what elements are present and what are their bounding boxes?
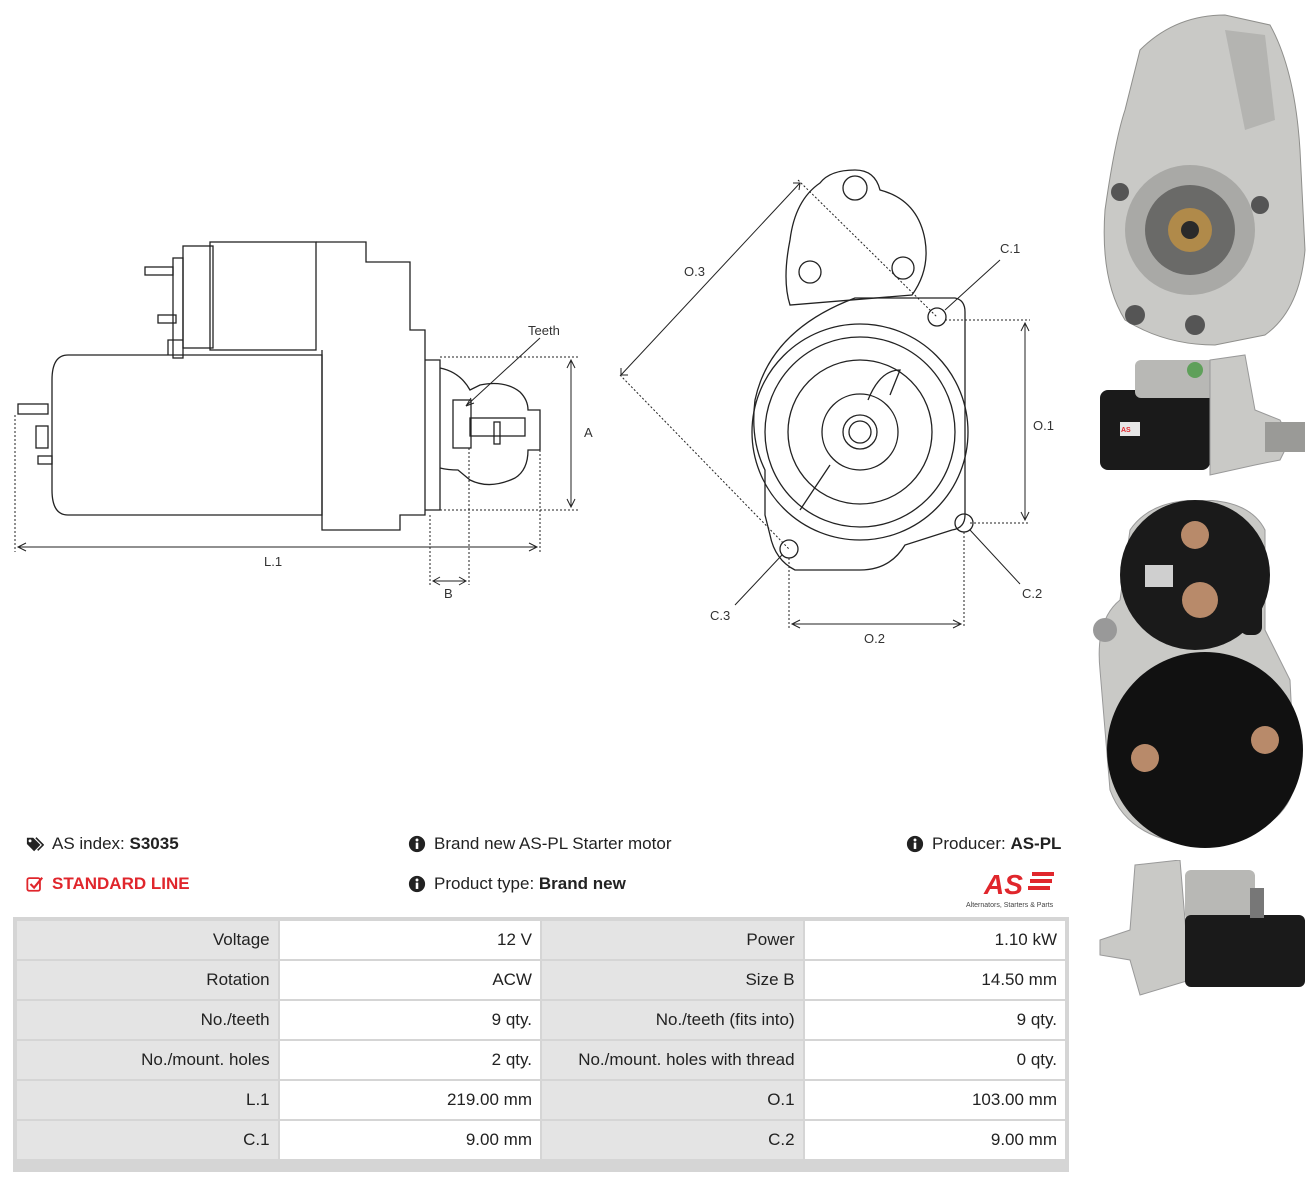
product-info: AS index: S3035 STANDARD LINE Brand new … (22, 826, 1072, 916)
spec-value: 9.00 mm (804, 1121, 1065, 1159)
producer-label: Producer: (932, 834, 1006, 853)
spec-label: No./mount. holes (17, 1041, 278, 1079)
photo-side-alt (1099, 860, 1305, 996)
label-l1: L.1 (264, 554, 282, 569)
front-dimensions (619, 179, 1030, 629)
product-photos: AS (1085, 0, 1316, 1184)
spec-label: L.1 (17, 1081, 278, 1119)
photo-rear-end (1093, 500, 1303, 848)
spec-label: Size B (541, 961, 803, 999)
description-text: Brand new AS-PL Starter motor (434, 834, 672, 853)
front-view (751, 169, 974, 571)
description: Brand new AS-PL Starter motor (408, 834, 671, 854)
spec-value: 2 qty. (279, 1041, 540, 1079)
label-o3: O.3 (684, 264, 705, 279)
info-circle-icon (408, 835, 426, 853)
spec-value: 14.50 mm (804, 961, 1065, 999)
spec-value: 9.00 mm (279, 1121, 540, 1159)
spec-value: 12 V (279, 921, 540, 959)
spec-label: C.1 (17, 1121, 278, 1159)
spec-value: 9 qty. (279, 1001, 540, 1039)
spec-label: Rotation (17, 961, 278, 999)
spec-label: O.1 (541, 1081, 803, 1119)
label-b: B (444, 586, 453, 601)
label-c2: C.2 (1022, 586, 1042, 601)
product-type-label: Product type: (434, 874, 535, 893)
check-square-icon (26, 877, 44, 892)
spec-value: 1.10 kW (804, 921, 1065, 959)
spec-label: Voltage (17, 921, 278, 959)
spec-value: 9 qty. (804, 1001, 1065, 1039)
spec-value: 103.00 mm (804, 1081, 1065, 1119)
label-o2: O.2 (864, 631, 885, 646)
svg-text:AS: AS (1121, 427, 1131, 434)
photo-drive-end (1103, 14, 1306, 346)
side-dimensions (14, 337, 578, 586)
standard-line-text: STANDARD LINE (52, 874, 190, 893)
spec-value: 0 qty. (804, 1041, 1065, 1079)
spec-label: Power (541, 921, 803, 959)
product-type-value: Brand new (538, 874, 626, 893)
as-index-value: S3035 (129, 834, 179, 853)
producer-value: AS-PL (1010, 834, 1062, 853)
spec-value: ACW (279, 961, 540, 999)
photo-side: AS (1100, 354, 1305, 476)
info-circle-icon (408, 875, 426, 893)
as-index: AS index: S3035 (26, 834, 179, 854)
spec-label: C.2 (541, 1121, 803, 1159)
label-a: A (584, 425, 593, 440)
info-circle-icon (906, 835, 924, 853)
producer: Producer: AS-PL (906, 834, 1061, 854)
producer-logo: AS Alternators, Starters & Parts (962, 866, 1072, 910)
spec-label: No./mount. holes with thread (541, 1041, 803, 1079)
technical-drawing: Teeth A L.1 B O.3 C.1 (14, 169, 1054, 646)
svg-text:AS: AS (983, 869, 1023, 900)
as-index-label: AS index: (52, 834, 125, 853)
label-o1: O.1 (1033, 418, 1054, 433)
spec-label: No./teeth (17, 1001, 278, 1039)
svg-text:Alternators, Starters & Parts: Alternators, Starters & Parts (966, 902, 1054, 909)
standard-line: STANDARD LINE (26, 874, 190, 894)
label-c1: C.1 (1000, 241, 1020, 256)
spec-label: No./teeth (fits into) (541, 1001, 803, 1039)
product-type: Product type: Brand new (408, 874, 626, 894)
label-c3: C.3 (710, 608, 730, 623)
spec-value: 219.00 mm (279, 1081, 540, 1119)
side-view (17, 241, 541, 531)
label-teeth: Teeth (528, 323, 560, 338)
tags-icon (26, 837, 44, 852)
